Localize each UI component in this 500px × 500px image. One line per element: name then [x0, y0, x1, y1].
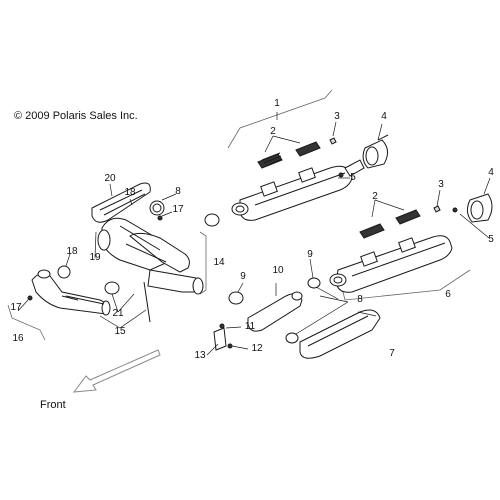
head-pipe-assembly: [97, 217, 204, 295]
callout-4: 4: [381, 111, 387, 122]
callout-7: 7: [389, 348, 395, 359]
heat-shield-upper-a: [257, 152, 283, 169]
callout-14: 14: [213, 257, 225, 268]
heat-shield-lower-b: [395, 209, 421, 225]
callout-3: 3: [334, 111, 340, 122]
callout-19: 19: [89, 252, 101, 263]
heat-shield-lower-a: [359, 223, 385, 239]
sensor-stud: [61, 295, 79, 301]
callout-2: 2: [372, 191, 378, 202]
heat-shield-upper-b: [295, 141, 321, 157]
callout-8: 8: [175, 186, 181, 197]
bolt-11: [219, 323, 225, 329]
gasket-18-left: [57, 265, 71, 279]
callout-9: 9: [307, 249, 313, 260]
lower-muffler-assembly: [329, 193, 493, 293]
end-cap-lower: [466, 193, 493, 223]
heat-shield-cover: [91, 182, 151, 223]
callout-18: 18: [124, 187, 136, 198]
callout-13: 13: [194, 350, 206, 361]
gasket-8-lower: [285, 332, 299, 344]
upper-muffler-assembly: [231, 134, 389, 221]
spring-15: [143, 281, 151, 323]
leader-lines: [17, 112, 491, 356]
callout-15: 15: [114, 326, 126, 337]
callout-8: 8: [357, 294, 363, 305]
callout-20: 20: [104, 173, 116, 184]
callout-9: 9: [240, 271, 246, 282]
front-direction-label: Front: [40, 399, 66, 411]
callout-2: 2: [270, 126, 276, 137]
callout-4: 4: [488, 167, 494, 178]
bracket-14: [199, 231, 207, 295]
clamp-9-left: [228, 291, 244, 305]
callout-17: 17: [10, 302, 22, 313]
gasket-8-upper: [149, 200, 165, 216]
bracket-1: [227, 89, 333, 149]
callout-10: 10: [272, 265, 284, 276]
copyright-notice: © 2009 Polaris Sales Inc.: [14, 110, 138, 122]
callout-1: 1: [274, 98, 280, 109]
front-arrow-icon: [72, 349, 161, 393]
callout-16: 16: [12, 333, 24, 344]
callout-3: 3: [438, 179, 444, 190]
front-pipe: [31, 269, 111, 316]
callout-21: 21: [112, 308, 124, 319]
callout-11: 11: [244, 321, 256, 332]
link-pipe: [247, 293, 303, 332]
callout-18: 18: [66, 246, 78, 257]
callout-5: 5: [488, 234, 494, 245]
washer-12: [227, 343, 233, 349]
callout-12: 12: [251, 343, 263, 354]
bracket-16: [7, 304, 46, 341]
end-cap-upper: [362, 134, 389, 169]
nut-17-left: [27, 295, 33, 301]
clamp-21: [104, 281, 120, 295]
clamp-9-right: [307, 277, 321, 289]
nut-17-upper: [157, 215, 163, 221]
clamp-upper: [204, 213, 220, 227]
callout-6: 6: [445, 289, 451, 300]
callout-5: 5: [350, 172, 356, 183]
callout-17: 17: [172, 204, 184, 215]
mount-bracket: [213, 327, 227, 351]
spark-arrestor: [299, 309, 381, 359]
